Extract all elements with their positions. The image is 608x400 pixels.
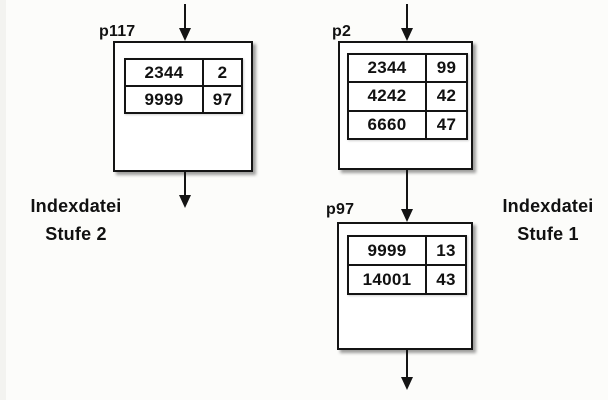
node-label-p97: p97 (326, 201, 355, 218)
table-cell-key: 9999 (349, 237, 427, 264)
arrow-down-icon (401, 170, 413, 222)
table-cell-value: 97 (212, 89, 233, 109)
table-cell-key: 9999 (126, 87, 204, 112)
table-p117: 2344 2 9999 97 (124, 58, 243, 114)
arrow-down-icon (179, 4, 191, 41)
arrow-head (179, 28, 191, 41)
arrow-shaft (406, 350, 408, 377)
table-row: 9999 97 (126, 85, 241, 112)
table-cell-key: 14001 (349, 266, 427, 293)
table-cell-key: 4242 (349, 83, 427, 110)
caption-line: Indexdatei (30, 196, 122, 216)
arrow-down-icon (179, 172, 191, 208)
table-cell-value: 2 (217, 62, 228, 82)
caption-stufe-2: Indexdatei Stufe 2 (6, 192, 146, 248)
table-row: 4242 42 (349, 81, 466, 110)
table-p97: 9999 13 14001 43 (347, 235, 467, 295)
table-row: 6660 47 (349, 109, 466, 138)
node-label-p117: p117 (99, 23, 136, 40)
caption-line: Indexdatei (502, 196, 594, 216)
table-cell-value: 47 (436, 114, 457, 134)
caption-line: Stufe 2 (45, 224, 107, 244)
arrow-shaft (406, 4, 408, 28)
arrow-shaft (406, 170, 408, 209)
table-row: 9999 13 (349, 237, 465, 264)
arrow-head (179, 195, 191, 208)
table-cell-value: 99 (436, 58, 457, 78)
arrow-shaft (184, 4, 186, 28)
table-cell-key: 6660 (349, 111, 427, 138)
table-cell-value: 42 (436, 86, 457, 106)
arrow-head (401, 377, 413, 390)
caption-stufe-1: Indexdatei Stufe 1 (478, 192, 608, 248)
caption-line: Stufe 1 (517, 224, 579, 244)
node-label-p2: p2 (332, 23, 352, 40)
table-p2: 2344 99 4242 42 6660 47 (347, 53, 468, 140)
table-cell-key: 2344 (126, 60, 204, 85)
table-row: 14001 43 (349, 264, 465, 293)
table-row: 2344 2 (126, 60, 241, 85)
table-cell-key: 2344 (349, 55, 427, 82)
table-cell-value: 13 (436, 240, 456, 260)
arrow-down-icon (401, 4, 413, 41)
table-cell-value: 43 (436, 269, 456, 289)
arrow-shaft (184, 172, 186, 195)
page-edge-strip (0, 0, 6, 400)
arrow-head (401, 28, 413, 41)
arrow-down-icon (401, 350, 413, 390)
arrow-head (401, 209, 413, 222)
table-row: 2344 99 (349, 55, 466, 82)
